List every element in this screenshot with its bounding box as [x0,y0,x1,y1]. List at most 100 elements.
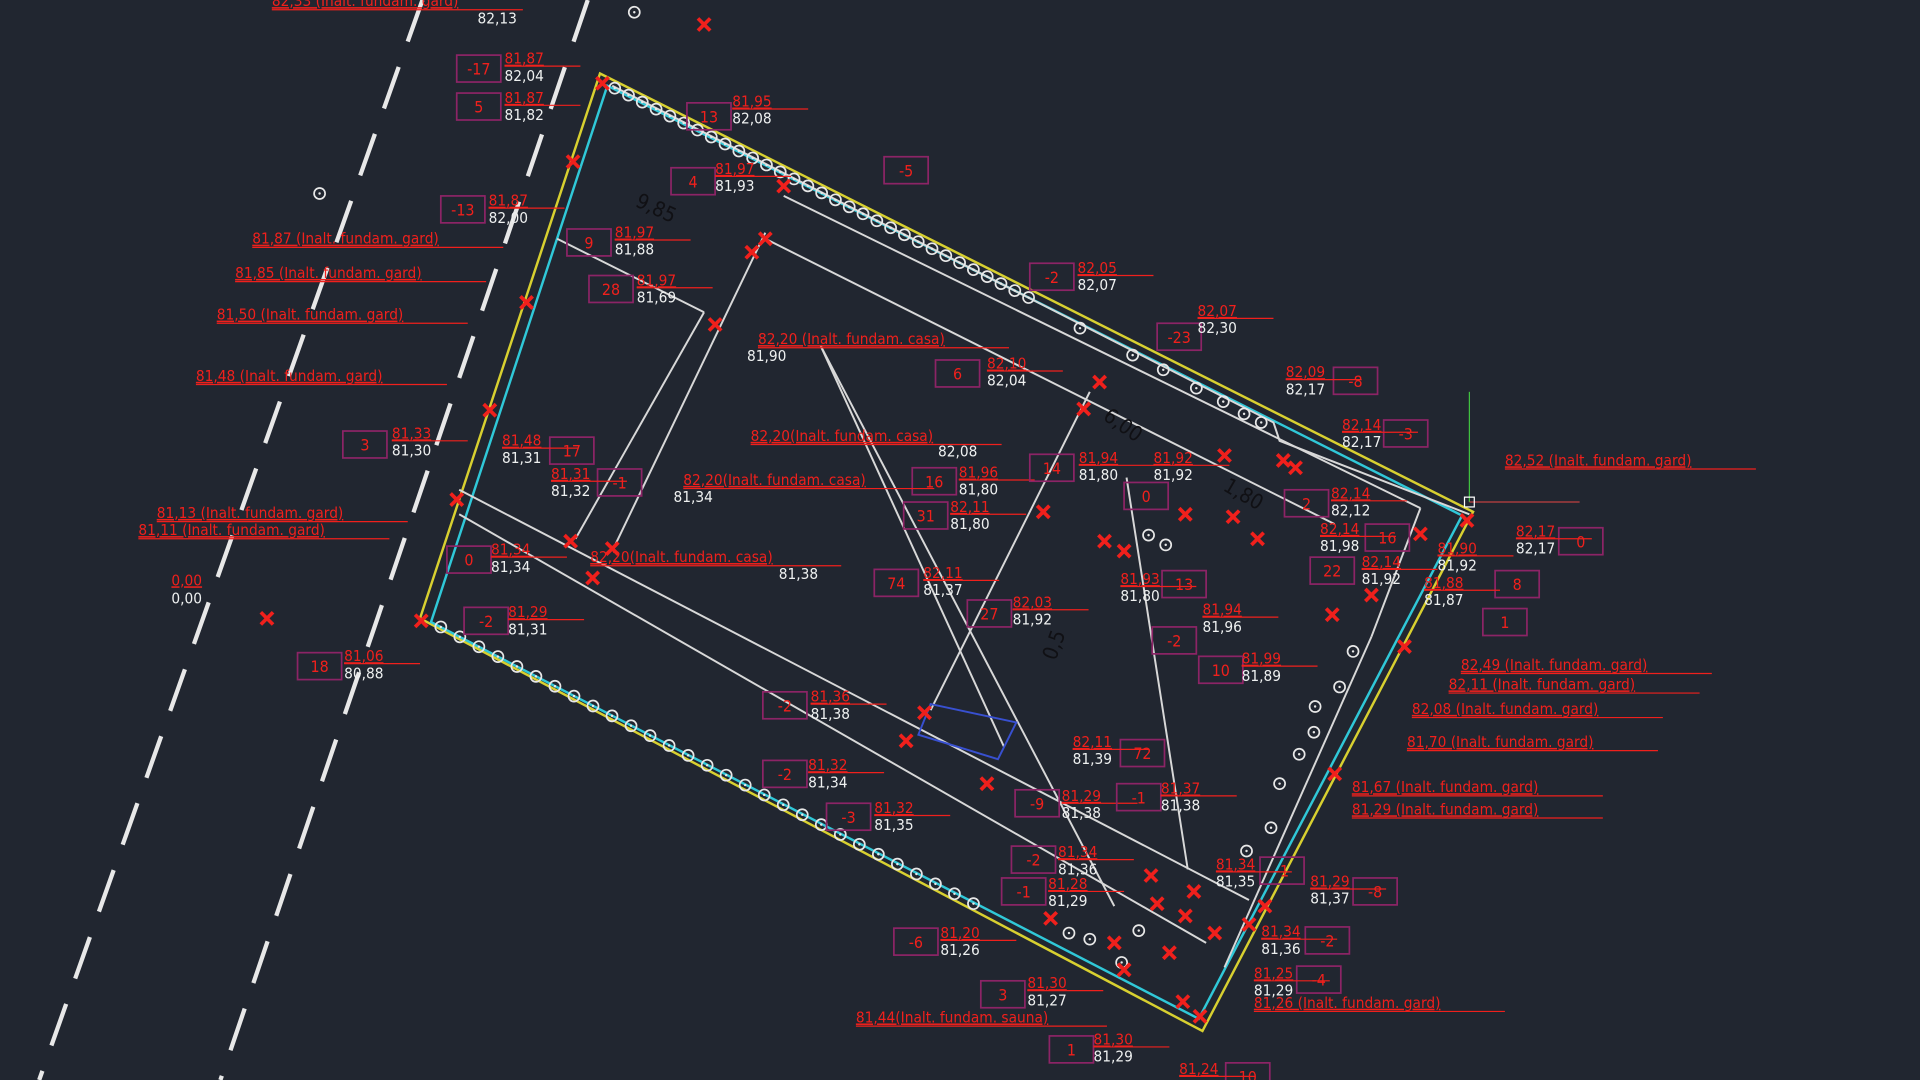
survey-cross-icon [1275,452,1291,468]
foundation-height-label[interactable]: 82,52 (Inalt. fundam. gard) [1505,451,1756,470]
diff-value: -2 [479,612,493,631]
foundation-height-label[interactable]: 82,33 (Inalt. fundam. gard)82,13 [272,0,523,27]
foundation-height-label[interactable]: 82,49 (Inalt. fundam. gard) [1461,656,1712,675]
foundation-height-label[interactable]: 81,44(Inalt. fundam. sauna) [855,1008,1107,1027]
foundation-height-label[interactable]: 81,11 (Inalt. fundam. gard) [138,521,390,540]
diff-box [1000,877,1047,906]
elevation-point[interactable]: -5 [883,155,930,185]
design-elevation: 81,28 [1048,875,1087,893]
origin-design: 0,00 [171,571,202,589]
post-circle-icon [1237,407,1251,421]
foundation-height-text: 81,11 (Inalt. fundam. gard) [138,521,325,539]
foundation-height-label[interactable]: 82,11 (Inalt. fundam. gard) [1449,675,1700,694]
survey-cross-icon [1149,896,1165,912]
origin-existing: 0,00 [171,590,202,608]
diff-box [446,545,492,574]
foundation-height-label[interactable]: 81,87 (Inalt. fundam. gard) [252,230,504,248]
foundation-height-label[interactable]: 81,85 (Inalt. fundam. gard) [235,264,487,283]
post-circle-icon [1308,700,1322,713]
foundation-height-label[interactable]: 81,50 (Inalt. fundam. gard) [216,306,468,324]
post-circle-icon [801,179,815,193]
existing-elevation: 81,92 [1153,466,1192,484]
foundation-height-label[interactable]: 82,20 (Inalt. fundam. casa)81,90 [747,330,1009,365]
post-circle-icon [1132,924,1146,937]
diff-box [825,802,872,832]
diff-box [966,599,1013,628]
foundation-height-label[interactable]: 81,48 (Inalt. fundam. gard) [196,367,447,386]
survey-cross-icon [1186,884,1202,899]
foundation-height-label[interactable]: 82,08 (Inalt. fundam. gard) [1411,700,1663,719]
diff-box [670,166,716,196]
design-elevation: 82,07 [1198,302,1237,320]
foundation-height-label[interactable]: 81,67 (Inalt. fundam. gard) [1351,778,1603,797]
diff-value: 3 [998,985,1007,1004]
foundation-height-label[interactable]: 81,70 (Inalt. fundam. gard) [1407,733,1658,752]
diff-box [548,436,595,465]
existing-elevation: 81,80 [959,481,998,499]
foundation-height-label[interactable]: 82,20(Inalt. fundam. casa)81,34 [673,471,935,506]
post-circle-icon [622,88,635,102]
diff-value: 0 [1576,532,1585,551]
origin-point[interactable]: 0,000,00 [171,571,202,607]
post-circle-icon [529,669,543,683]
survey-cross-icon [1459,512,1475,528]
diff-box [873,568,920,598]
foundation-height-label[interactable]: 82,20(Inalt. fundam. casa)81,38 [590,548,842,583]
foundation-height-label[interactable]: 82,20(Inalt. fundam. casa)82,08 [751,427,1002,461]
foundation-height-label[interactable]: 81,13 (Inalt. fundam. gard) [156,504,408,523]
foundation-height-label[interactable]: 81,26 (Inalt. fundam. gard) [1253,994,1505,1013]
post-circle-icon [939,249,953,263]
foundation-height-label[interactable]: 81,29 (Inalt. fundam. gard) [1351,800,1603,819]
